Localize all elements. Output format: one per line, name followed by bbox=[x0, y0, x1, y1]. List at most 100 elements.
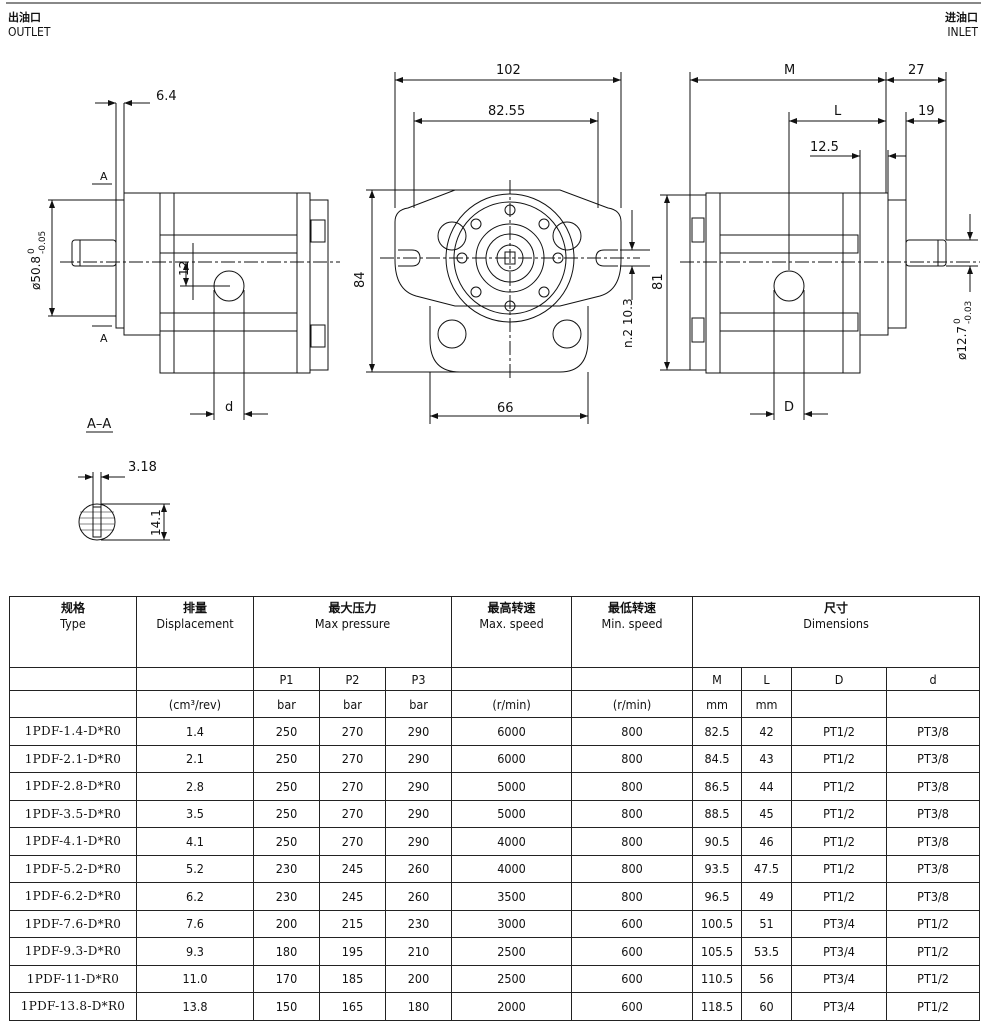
header-type: 规格 Type bbox=[9, 596, 137, 668]
cell-D: PT1/2 bbox=[791, 717, 888, 746]
cell-d: PT3/8 bbox=[886, 882, 981, 911]
cell-type: 1PDF-2.1-D*R0 bbox=[9, 744, 137, 773]
cell-min-speed: 600 bbox=[571, 992, 694, 1021]
cell-l: 51 bbox=[741, 909, 793, 938]
dim-82-55: 82.55 bbox=[488, 104, 525, 119]
cell-p2: 270 bbox=[319, 827, 386, 856]
dim-M: M bbox=[784, 63, 795, 78]
cell-p1: 200 bbox=[253, 909, 320, 938]
cell-d: PT3/8 bbox=[886, 827, 981, 856]
cell-min-speed: 800 bbox=[571, 854, 694, 883]
cell-min-speed: 800 bbox=[571, 882, 694, 911]
cell-d: PT1/2 bbox=[886, 964, 981, 993]
unit-maxspeed: (r/min) bbox=[451, 690, 573, 718]
cell-D: PT3/4 bbox=[791, 964, 888, 993]
cell-max-speed: 4000 bbox=[451, 827, 573, 856]
unit-l: mm bbox=[741, 690, 793, 718]
subheader-minspeed-empty bbox=[571, 667, 694, 691]
cell-D: PT3/4 bbox=[791, 909, 888, 938]
cell-D: PT1/2 bbox=[791, 827, 888, 856]
cell-type: 1PDF-6.2-D*R0 bbox=[9, 882, 137, 911]
cell-l: 56 bbox=[741, 964, 793, 993]
cell-p2: 165 bbox=[319, 992, 386, 1021]
dim-3-18: 3.18 bbox=[128, 460, 157, 475]
cell-m: 118.5 bbox=[692, 992, 743, 1021]
dim-n2-10-3: n.2 10.3 bbox=[621, 298, 635, 348]
dim-inlet-tol-top: 0 bbox=[953, 318, 963, 324]
cell-p1: 230 bbox=[253, 854, 320, 883]
cell-p2: 270 bbox=[319, 744, 386, 773]
subheader-D: D bbox=[791, 667, 888, 691]
inlet-label: 进油口 INLET bbox=[945, 11, 978, 39]
subheader-p3: P3 bbox=[384, 667, 453, 691]
cell-d: PT3/8 bbox=[886, 717, 981, 746]
cell-type: 1PDF-9.3-D*R0 bbox=[9, 937, 137, 966]
cell-m: 93.5 bbox=[692, 854, 743, 883]
subheader-l: L bbox=[741, 667, 793, 691]
dim-81: 81 bbox=[651, 273, 666, 290]
cell-type: 1PDF-13.8-D*R0 bbox=[9, 992, 137, 1021]
spec-table: 规格 Type 排量 Displacement 最大压力 Max pressur… bbox=[9, 596, 981, 1021]
cell-p3: 230 bbox=[384, 909, 453, 938]
cell-d: PT3/8 bbox=[886, 744, 981, 773]
cell-p1: 180 bbox=[253, 937, 320, 966]
cell-p3: 290 bbox=[384, 744, 453, 773]
cell-p3: 210 bbox=[384, 937, 453, 966]
cell-D: PT1/2 bbox=[791, 799, 888, 828]
cell-l: 53.5 bbox=[741, 937, 793, 966]
cell-p1: 150 bbox=[253, 992, 320, 1021]
dim-84: 84 bbox=[353, 271, 368, 288]
cell-displacement: 1.4 bbox=[136, 717, 254, 746]
cell-p3: 290 bbox=[384, 772, 453, 801]
cell-type: 1PDF-2.8-D*R0 bbox=[9, 772, 137, 801]
subheader-d: d bbox=[886, 667, 981, 691]
cell-m: 82.5 bbox=[692, 717, 743, 746]
section-mark-bottom: A bbox=[100, 332, 108, 345]
cell-max-speed: 6000 bbox=[451, 744, 573, 773]
cell-D: PT1/2 bbox=[791, 744, 888, 773]
cell-p2: 270 bbox=[319, 717, 386, 746]
cell-min-speed: 600 bbox=[571, 909, 694, 938]
header-max-speed: 最高转速 Max. speed bbox=[451, 596, 573, 668]
cell-p1: 170 bbox=[253, 964, 320, 993]
cell-l: 45 bbox=[741, 799, 793, 828]
unit-m: mm bbox=[692, 690, 743, 718]
cell-min-speed: 800 bbox=[571, 772, 694, 801]
cell-D: PT1/2 bbox=[791, 882, 888, 911]
cell-d: PT3/8 bbox=[886, 799, 981, 828]
front-view bbox=[366, 72, 650, 424]
cell-p2: 185 bbox=[319, 964, 386, 993]
inlet-label-en: INLET bbox=[947, 25, 978, 39]
cell-displacement: 9.3 bbox=[136, 937, 254, 966]
section-mark-top: A bbox=[100, 170, 108, 183]
cell-p1: 250 bbox=[253, 717, 320, 746]
dim-12-5: 12.5 bbox=[810, 140, 839, 155]
cell-l: 47.5 bbox=[741, 854, 793, 883]
cell-p1: 250 bbox=[253, 744, 320, 773]
cell-max-speed: 2500 bbox=[451, 937, 573, 966]
cell-m: 86.5 bbox=[692, 772, 743, 801]
cell-p3: 180 bbox=[384, 992, 453, 1021]
cell-p2: 215 bbox=[319, 909, 386, 938]
cell-m: 105.5 bbox=[692, 937, 743, 966]
cell-m: 96.5 bbox=[692, 882, 743, 911]
cell-displacement: 3.5 bbox=[136, 799, 254, 828]
cell-D: PT1/2 bbox=[791, 854, 888, 883]
cell-p1: 230 bbox=[253, 882, 320, 911]
cell-l: 46 bbox=[741, 827, 793, 856]
cell-max-speed: 2000 bbox=[451, 992, 573, 1021]
dim-shaft-tol-top: 0 bbox=[27, 248, 37, 254]
subheader-m: M bbox=[692, 667, 743, 691]
cell-type: 1PDF-1.4-D*R0 bbox=[9, 717, 137, 746]
cell-d: PT3/8 bbox=[886, 854, 981, 883]
section-aa-view bbox=[78, 472, 170, 541]
unit-p1: bar bbox=[253, 690, 320, 718]
cell-D: PT3/4 bbox=[791, 992, 888, 1021]
cell-max-speed: 2500 bbox=[451, 964, 573, 993]
